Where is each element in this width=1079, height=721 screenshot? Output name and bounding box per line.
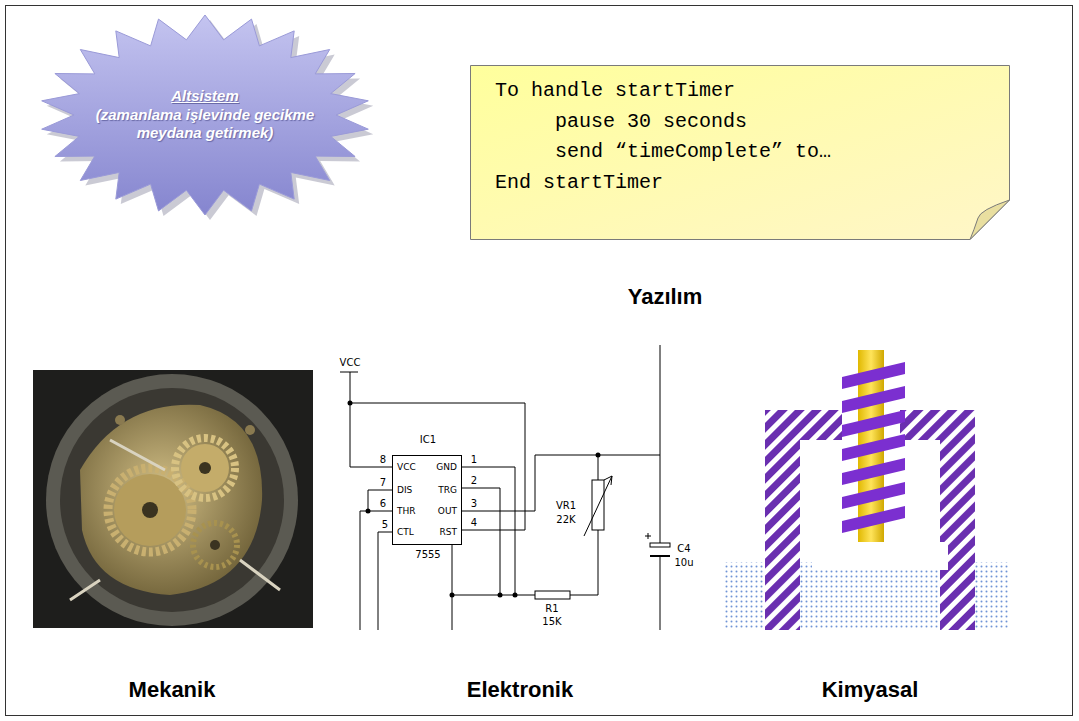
component-name: R1 [545, 603, 558, 614]
polarity-mark [645, 533, 651, 539]
pin-number: 7 [380, 477, 386, 488]
pin-number: 2 [471, 475, 477, 486]
junction-dot [450, 593, 455, 598]
lever [70, 440, 280, 600]
capacitor-plate [650, 543, 670, 547]
pin-number: 5 [382, 519, 388, 530]
wire [378, 532, 392, 630]
wire [660, 345, 661, 630]
gear [114, 474, 186, 546]
resistor-symbol [535, 591, 570, 599]
screw [245, 425, 255, 435]
watch-inner [60, 388, 284, 612]
screw [115, 415, 125, 425]
starburst-node: Altsistem(zamanlama işlevinde gecikme me… [40, 15, 370, 215]
code-note: To handle startTimer pause 30 seconds send… [470, 65, 1010, 240]
component-value: 22K [556, 514, 575, 525]
pin-number: 3 [471, 498, 477, 509]
chip-part-number: 7555 [415, 549, 440, 561]
section-caption: Mekanik [129, 678, 216, 702]
gear-axle [210, 540, 220, 550]
wire [452, 595, 598, 596]
chip-label: IC1 [420, 434, 436, 446]
housing-wall [765, 410, 842, 630]
star-text-block: Altsistem(zamanlama işlevinde gecikme me… [95, 55, 315, 175]
code-line: send “timeComplete” to… [555, 140, 831, 164]
supply-label: VCC [340, 357, 361, 368]
spring-turn [842, 506, 905, 533]
gear-axle [199, 462, 211, 474]
pin-number: 1 [471, 454, 477, 465]
variable-arrow [604, 476, 612, 485]
spring-turn [842, 386, 905, 413]
code-line: End startTimer [495, 171, 663, 195]
component-name: VR1 [556, 500, 576, 511]
spring-turn [842, 434, 905, 461]
star-outline [42, 15, 369, 215]
pin-name: GND [436, 462, 457, 473]
chemical-timer-drawing [725, 350, 1010, 630]
subsystem-description: (zamanlama işlevinde gecikme meydana get… [95, 106, 315, 144]
page-frame [6, 6, 1073, 716]
pin-number: 6 [380, 498, 386, 509]
component-name: C4 [677, 543, 690, 554]
gear [175, 438, 235, 498]
pin-name: CTL [397, 527, 414, 538]
clockwork-photo [33, 370, 313, 628]
pin-name: DIS [397, 485, 412, 496]
gear-axle [142, 502, 158, 518]
spring-turn [842, 482, 905, 509]
variable-arrow [584, 476, 612, 536]
code-line: pause 30 seconds [555, 110, 747, 134]
spring-turn [842, 362, 905, 389]
junction-dot [348, 401, 353, 406]
ic-chip: IC1VCCGNDDISTRGTHROUTCTLRST7555 [392, 455, 462, 545]
housing-wall [900, 410, 975, 630]
wire [360, 511, 392, 630]
wire [368, 490, 392, 511]
component-value: 10u [674, 557, 693, 568]
wire [350, 372, 392, 467]
junction-dot [596, 453, 601, 458]
pin-name: THR [397, 506, 416, 517]
pin-number: 4 [471, 517, 477, 528]
junction-dot [513, 593, 518, 598]
timer-schematic [340, 345, 670, 630]
wire [452, 545, 453, 630]
spring-coil [842, 362, 905, 533]
wire [462, 467, 515, 595]
pin-name: VCC [397, 462, 416, 473]
wire [462, 455, 660, 511]
photo-ground [33, 370, 313, 628]
junction-dot [498, 593, 503, 598]
pin-number: 8 [380, 454, 386, 465]
note-outline [471, 66, 1010, 240]
vcc-tick [340, 372, 358, 373]
note-fold [970, 200, 1010, 240]
wire [462, 488, 500, 595]
junction-dots [348, 401, 601, 598]
gear [181, 444, 229, 492]
section-caption: Kimyasal [822, 678, 919, 702]
watch-case [46, 374, 298, 626]
piston [812, 542, 948, 570]
pin-name: RST [440, 527, 457, 538]
component-value: 15K [542, 616, 561, 627]
pin-name: OUT [438, 506, 457, 517]
junction-dot [366, 509, 371, 514]
section-caption: Yazılım [628, 284, 703, 310]
spring-turn [842, 410, 905, 437]
pin-name: TRG [438, 485, 457, 496]
gear [193, 523, 237, 567]
wire [598, 455, 599, 595]
code-line: To handle startTimer [495, 79, 735, 103]
spring-turn [842, 458, 905, 485]
section-caption: Elektronik [467, 678, 573, 702]
subsystem-title: Altsistem [171, 87, 239, 106]
capacitor-plate [650, 555, 670, 557]
movement-plate [80, 405, 262, 595]
